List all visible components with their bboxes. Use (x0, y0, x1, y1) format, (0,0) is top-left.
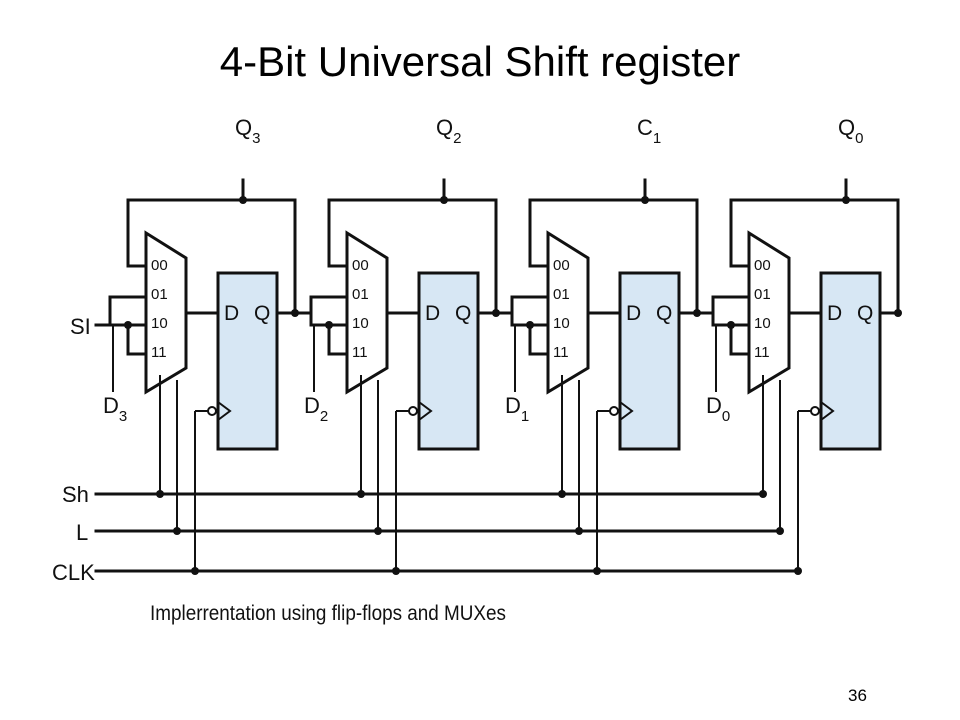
data-input-label-d0: D0 (706, 393, 730, 425)
load-input-wire (528, 323, 550, 356)
junction-dot (440, 196, 448, 204)
mux-select-label-01: 01 (352, 286, 369, 303)
caption: Implerrentation using flip-flops and MUX… (150, 602, 506, 625)
shift-input-wire (309, 295, 349, 327)
load-input-wire (729, 323, 751, 356)
data-input-label-d2: D2 (304, 393, 328, 425)
clock-triangle (418, 401, 433, 421)
data-input-label-d1: D1 (505, 393, 529, 425)
junction-dot (325, 321, 333, 329)
clock-triangle (619, 401, 634, 421)
mux-select-label-11: 11 (553, 344, 569, 361)
mux-select-label-00: 00 (352, 257, 369, 274)
page-number: 36 (848, 686, 867, 705)
mux-select-label-10: 10 (151, 315, 168, 332)
multiplexer (747, 230, 791, 395)
mux-select-label-00: 00 (754, 257, 771, 274)
junction-dot (526, 321, 534, 329)
mux-select-label-10: 10 (553, 315, 570, 332)
shift-label: Sh (62, 482, 89, 507)
ff-d-pin-label: D (224, 302, 239, 325)
multiplexer (546, 230, 590, 395)
output-label-q2: Q2 (436, 115, 461, 147)
mux-select-label-11: 11 (754, 344, 770, 361)
load-input-wire (327, 323, 349, 356)
mux-select-label-00: 00 (553, 257, 570, 274)
output-label-q0: Q0 (838, 115, 863, 147)
clock-label: CLK (52, 560, 95, 585)
mux-select-label-10: 10 (352, 315, 369, 332)
junction-dot (727, 321, 735, 329)
clock-triangle (820, 401, 835, 421)
multiplexer (144, 230, 188, 395)
junction-dot (239, 196, 247, 204)
clock-bubble (609, 406, 619, 416)
junction-dot (842, 196, 850, 204)
mux-select-label-00: 00 (151, 257, 168, 274)
clock-bubble (207, 406, 217, 416)
ff-q-pin-label: Q (656, 302, 672, 325)
mux-select-label-10: 10 (754, 315, 771, 332)
shift-input-wire (510, 295, 550, 327)
ff-q-pin-label: Q (857, 302, 873, 325)
data-input-label-d3: D3 (103, 393, 127, 425)
ff-q-pin-label: Q (254, 302, 270, 325)
flip-flop (216, 271, 279, 451)
clock-bubble (810, 406, 820, 416)
shift-input-wire (108, 295, 148, 327)
hold-feedback-wire (528, 198, 699, 315)
serial-in-label: SI (70, 314, 91, 339)
clock-bubble (408, 406, 418, 416)
mux-select-label-01: 01 (553, 286, 570, 303)
hold-feedback-wire (327, 198, 498, 315)
output-label-q1: C1 (637, 115, 661, 147)
load-input-wire (126, 323, 148, 356)
mux-select-label-01: 01 (151, 286, 168, 303)
flip-flop (618, 271, 681, 451)
flip-flop (417, 271, 480, 451)
load-label: L (76, 520, 88, 545)
ff-d-pin-label: D (425, 302, 440, 325)
slide-title: 4-Bit Universal Shift register (219, 38, 741, 85)
flip-flop (819, 271, 882, 451)
ff-d-pin-label: D (626, 302, 641, 325)
clock-triangle (217, 401, 232, 421)
mux-select-label-11: 11 (352, 344, 368, 361)
mux-select-label-01: 01 (754, 286, 771, 303)
shift-input-wire (711, 295, 751, 327)
multiplexer (345, 230, 389, 395)
junction-dot (641, 196, 649, 204)
mux-select-label-11: 11 (151, 344, 167, 361)
ff-q-pin-label: Q (455, 302, 471, 325)
output-label-q3: Q3 (235, 115, 260, 147)
ff-d-pin-label: D (827, 302, 842, 325)
hold-feedback-wire (126, 198, 297, 315)
